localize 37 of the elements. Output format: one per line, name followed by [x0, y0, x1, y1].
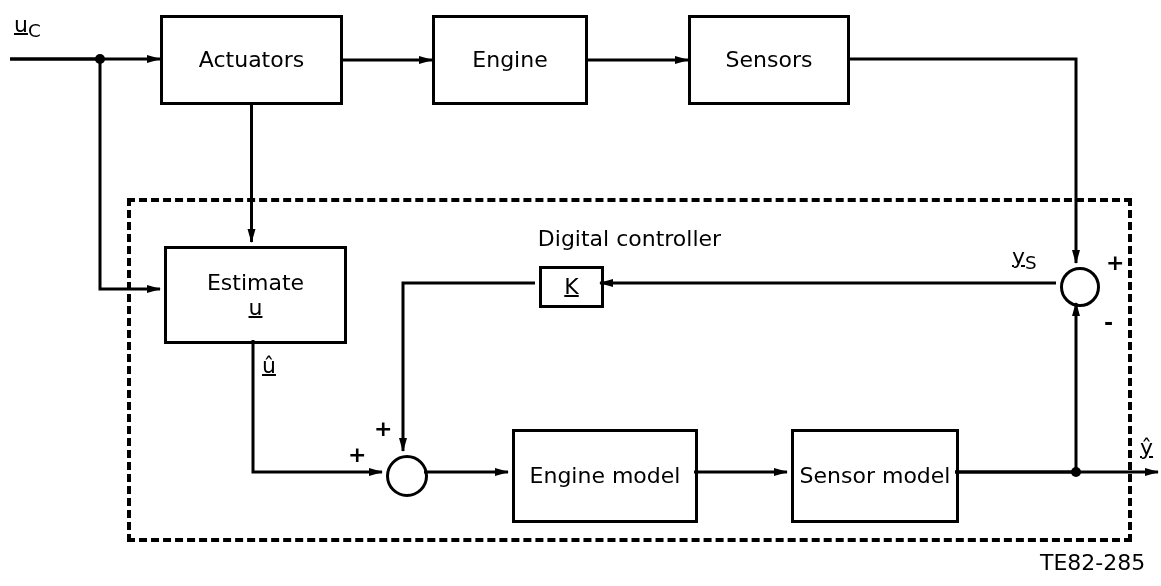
signal-label: ŷ: [1140, 437, 1154, 459]
block-label: Estimate: [206, 269, 305, 295]
block-label: K: [564, 274, 579, 300]
block-label: Sensors: [725, 47, 813, 73]
block: [512, 429, 698, 523]
dashed-boundary: [127, 198, 1132, 542]
signal-arrow: [694, 468, 788, 476]
block-label: u: [248, 295, 263, 321]
block: [432, 15, 588, 105]
figure-number: TE82-285: [1040, 552, 1146, 574]
signal-arrow: [599, 279, 1056, 287]
signal-arrow: [343, 56, 433, 64]
block: [160, 15, 343, 105]
signal-label: û: [262, 355, 276, 377]
gain-block: [539, 266, 604, 308]
block-label: Engine: [472, 47, 548, 73]
signal-arrow: [424, 468, 509, 476]
signal-arrow: [247, 105, 256, 243]
summing-junction: [1060, 267, 1100, 307]
container-title: Digital controller: [536, 226, 723, 252]
block: [791, 429, 959, 523]
signal-arrow: [850, 57, 1080, 264]
block: [164, 246, 347, 344]
sign-label: +: [1106, 252, 1125, 274]
signal-arrow: [10, 57, 161, 293]
sign-label: -: [1104, 312, 1114, 334]
sign-label: +: [348, 444, 367, 466]
signal-arrow: [955, 468, 1159, 476]
block: [688, 15, 850, 105]
sign-label: +: [374, 418, 393, 440]
block-label: Engine model: [529, 463, 681, 489]
signal-arrow: [588, 56, 689, 64]
block-label: Sensor model: [799, 463, 951, 489]
signal-arrow: [251, 340, 383, 476]
summing-junction: [386, 455, 428, 497]
block-label: Actuators: [198, 47, 305, 73]
signal-arrow: [399, 281, 535, 452]
